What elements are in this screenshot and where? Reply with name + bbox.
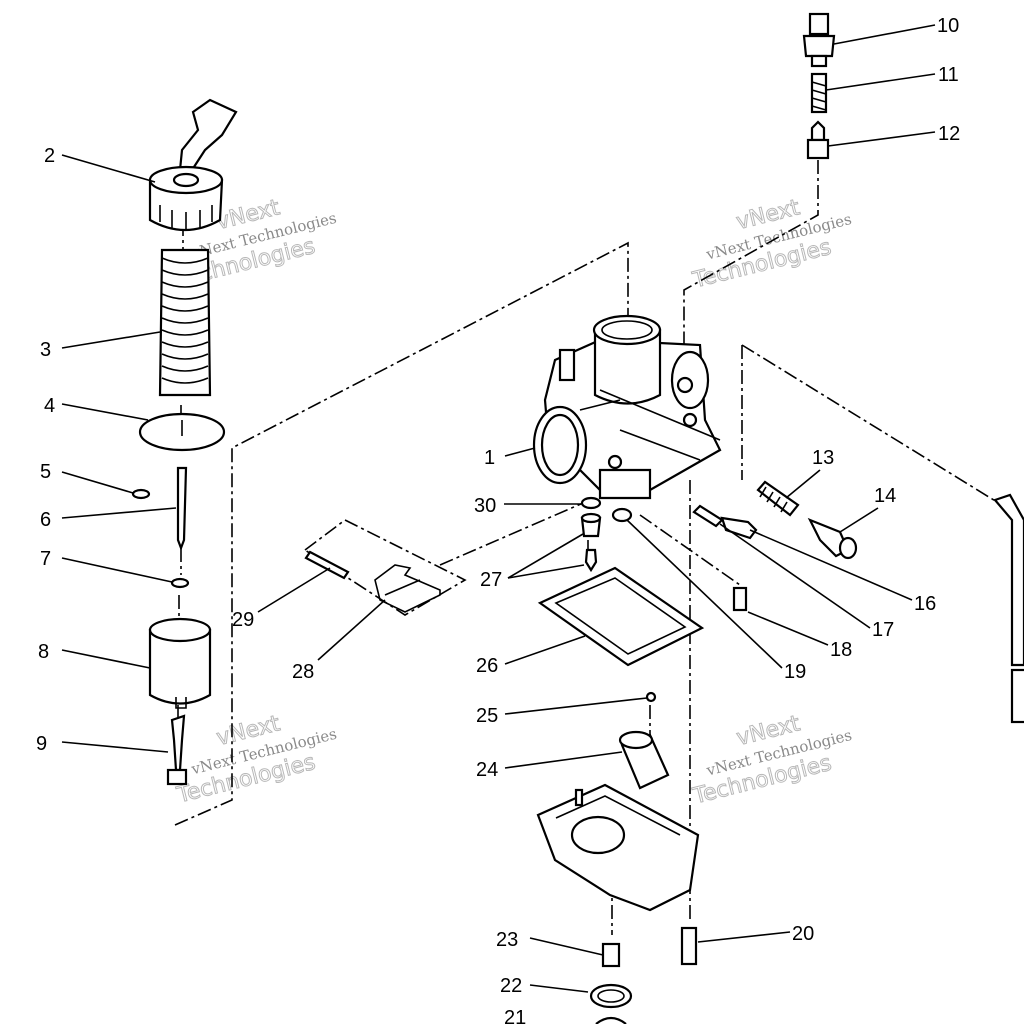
leader-lines [61, 24, 936, 993]
callout-14: 14 [874, 485, 896, 507]
part-10-fitting [802, 12, 836, 68]
callout-13: 13 [812, 447, 834, 469]
callout-1: 1 [484, 447, 495, 469]
callout-5: 5 [40, 461, 51, 483]
part-1-carburetor-body [532, 314, 722, 500]
callout-18: 18 [830, 639, 852, 661]
part-24-float [618, 730, 670, 790]
float-bowl [536, 783, 700, 912]
callout-6: 6 [40, 509, 51, 531]
part-27-needle-valve [580, 512, 602, 573]
callout-25: 25 [476, 705, 498, 727]
callout-11: 11 [938, 64, 959, 86]
part-18-screw [732, 586, 748, 612]
callout-30: 30 [474, 495, 496, 517]
part-19-washer [611, 507, 633, 523]
part-29-pin [304, 550, 350, 580]
callout-10: 10 [937, 15, 959, 37]
part-7-washer [170, 577, 190, 589]
part-3-spring [158, 248, 212, 397]
part-6-needle [176, 466, 188, 552]
callout-3: 3 [40, 339, 51, 361]
part-2-cap-with-fitting [148, 98, 238, 231]
callout-2: 2 [44, 145, 55, 167]
callout-29: 29 [232, 609, 254, 631]
watermark-bottom-right: vNext vNext Technologies Technologies [689, 711, 853, 810]
part-21-fitting [595, 1016, 627, 1024]
callout-17: 17 [872, 619, 894, 641]
part-9-jet [166, 714, 188, 786]
part-5-clip [131, 488, 151, 500]
right-edge-tube [993, 493, 1024, 724]
callout-26: 26 [476, 655, 498, 677]
part-13-spring [756, 480, 800, 517]
callout-9: 9 [36, 733, 47, 755]
callout-23: 23 [496, 929, 518, 951]
part-23-drain-plug [601, 942, 621, 968]
callout-7: 7 [40, 548, 51, 570]
part-22-o-ring [589, 983, 633, 1009]
part-12-plunger [806, 120, 830, 160]
callout-22: 22 [500, 975, 522, 997]
callout-24: 24 [476, 759, 498, 781]
part-14-screw [807, 517, 858, 560]
callout-12: 12 [938, 123, 960, 145]
callout-19: 19 [784, 661, 806, 683]
callout-27: 27 [480, 569, 502, 591]
part-30-washer [580, 496, 602, 510]
callout-16: 16 [914, 593, 936, 615]
part-25-ball [645, 691, 657, 703]
callout-21: 21 [504, 1007, 526, 1024]
part-8-throttle-valve [148, 617, 212, 709]
part-17-spring [692, 504, 724, 528]
callout-8: 8 [38, 641, 49, 663]
callout-labels: 1 2 3 4 5 6 7 8 9 10 11 12 13 14 16 17 1… [36, 15, 960, 1024]
part-4-plate [138, 412, 226, 452]
callout-28: 28 [292, 661, 314, 683]
part-20-screw [680, 926, 698, 966]
part-28-float-arm [374, 564, 441, 613]
watermark-bottom-left: vNext vNext Technologies Technologies [173, 711, 338, 809]
callout-20: 20 [792, 923, 814, 945]
part-26-gasket [537, 566, 705, 667]
callout-4: 4 [44, 395, 55, 417]
part-11-spring [810, 72, 828, 114]
